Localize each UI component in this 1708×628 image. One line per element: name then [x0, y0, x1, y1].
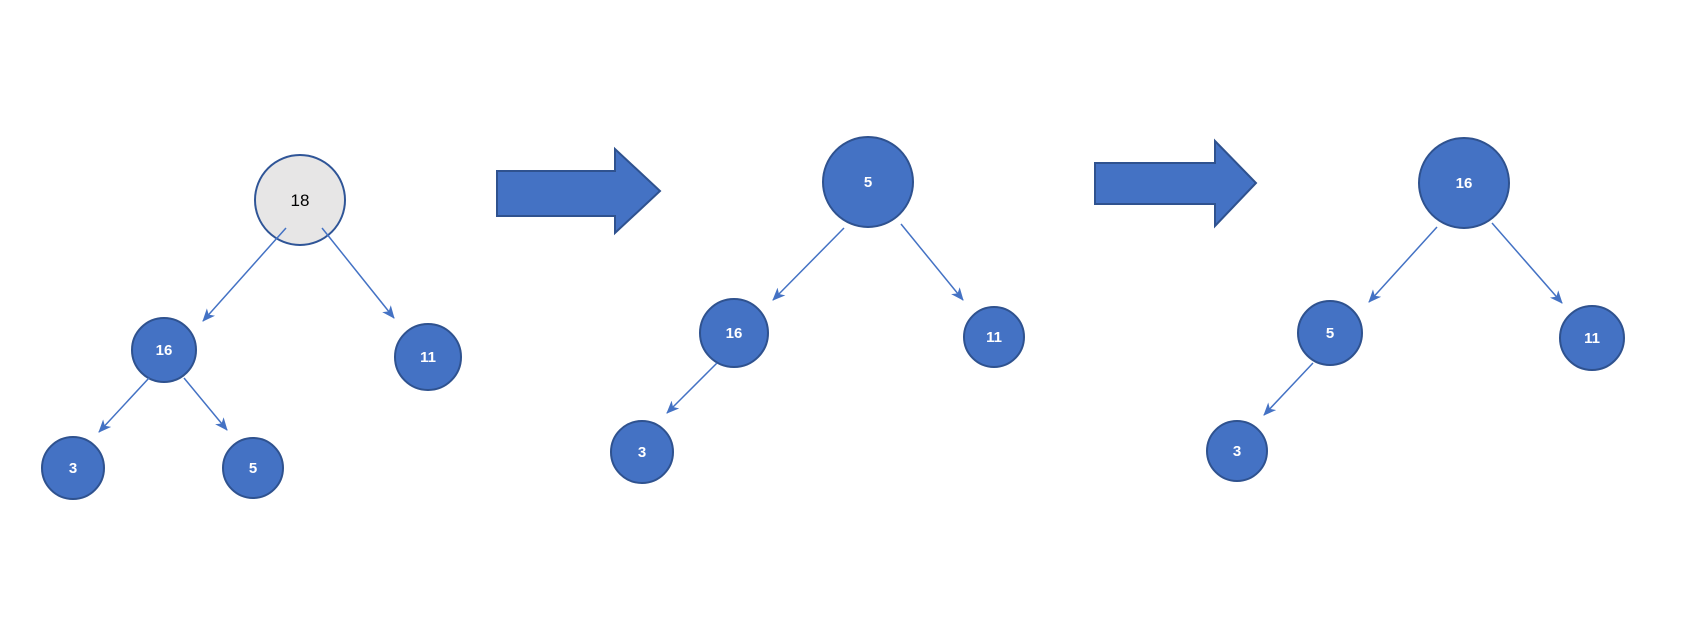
node-label: 5: [248, 459, 258, 477]
tree1-edge-left-leftleft: [98, 377, 150, 433]
tree2-edge-left-leftleft: [666, 362, 718, 414]
tree3-edge-left-leftleft: [1263, 362, 1314, 416]
node-label: 11: [420, 348, 436, 366]
tree3-node-16: 16: [1418, 137, 1510, 229]
tree2-node-3: 3: [610, 420, 674, 484]
node-label: 16: [1455, 174, 1473, 192]
node-label: 3: [1232, 442, 1242, 460]
tree1-node-16: 16: [131, 317, 197, 383]
tree1-edge-root-right: [321, 227, 395, 319]
tree3-edge-root-right: [1491, 222, 1563, 304]
tree1-node-5: 5: [222, 437, 284, 499]
node-label: 18: [290, 190, 310, 210]
tree1-edge-root-left: [202, 227, 287, 322]
tree1-node-3: 3: [41, 436, 105, 500]
tree3-node-11: 11: [1559, 305, 1625, 371]
node-label: 3: [68, 459, 78, 477]
node-label: 5: [863, 173, 873, 191]
tree2-node-5: 5: [822, 136, 914, 228]
node-label: 11: [986, 328, 1002, 346]
right-block-arrow-icon: [496, 146, 662, 236]
tree1-node-11: 11: [394, 323, 462, 391]
tree3-node-3: 3: [1206, 420, 1268, 482]
node-label: 16: [155, 341, 173, 359]
right-block-arrow-icon: [1094, 138, 1258, 229]
tree2-node-16: 16: [699, 298, 769, 368]
tree2-node-11: 11: [963, 306, 1025, 368]
node-label: 11: [1584, 329, 1600, 347]
tree3-node-5: 5: [1297, 300, 1363, 366]
tree3-edge-root-left: [1368, 226, 1438, 303]
tree2-edge-root-right: [900, 223, 964, 301]
node-label: 3: [637, 443, 647, 461]
tree2-edge-root-left: [772, 227, 845, 301]
tree1-node-18: 18: [254, 154, 346, 246]
tree1-edge-left-leftright: [183, 377, 228, 431]
node-label: 16: [725, 324, 743, 342]
node-label: 5: [1325, 324, 1335, 342]
